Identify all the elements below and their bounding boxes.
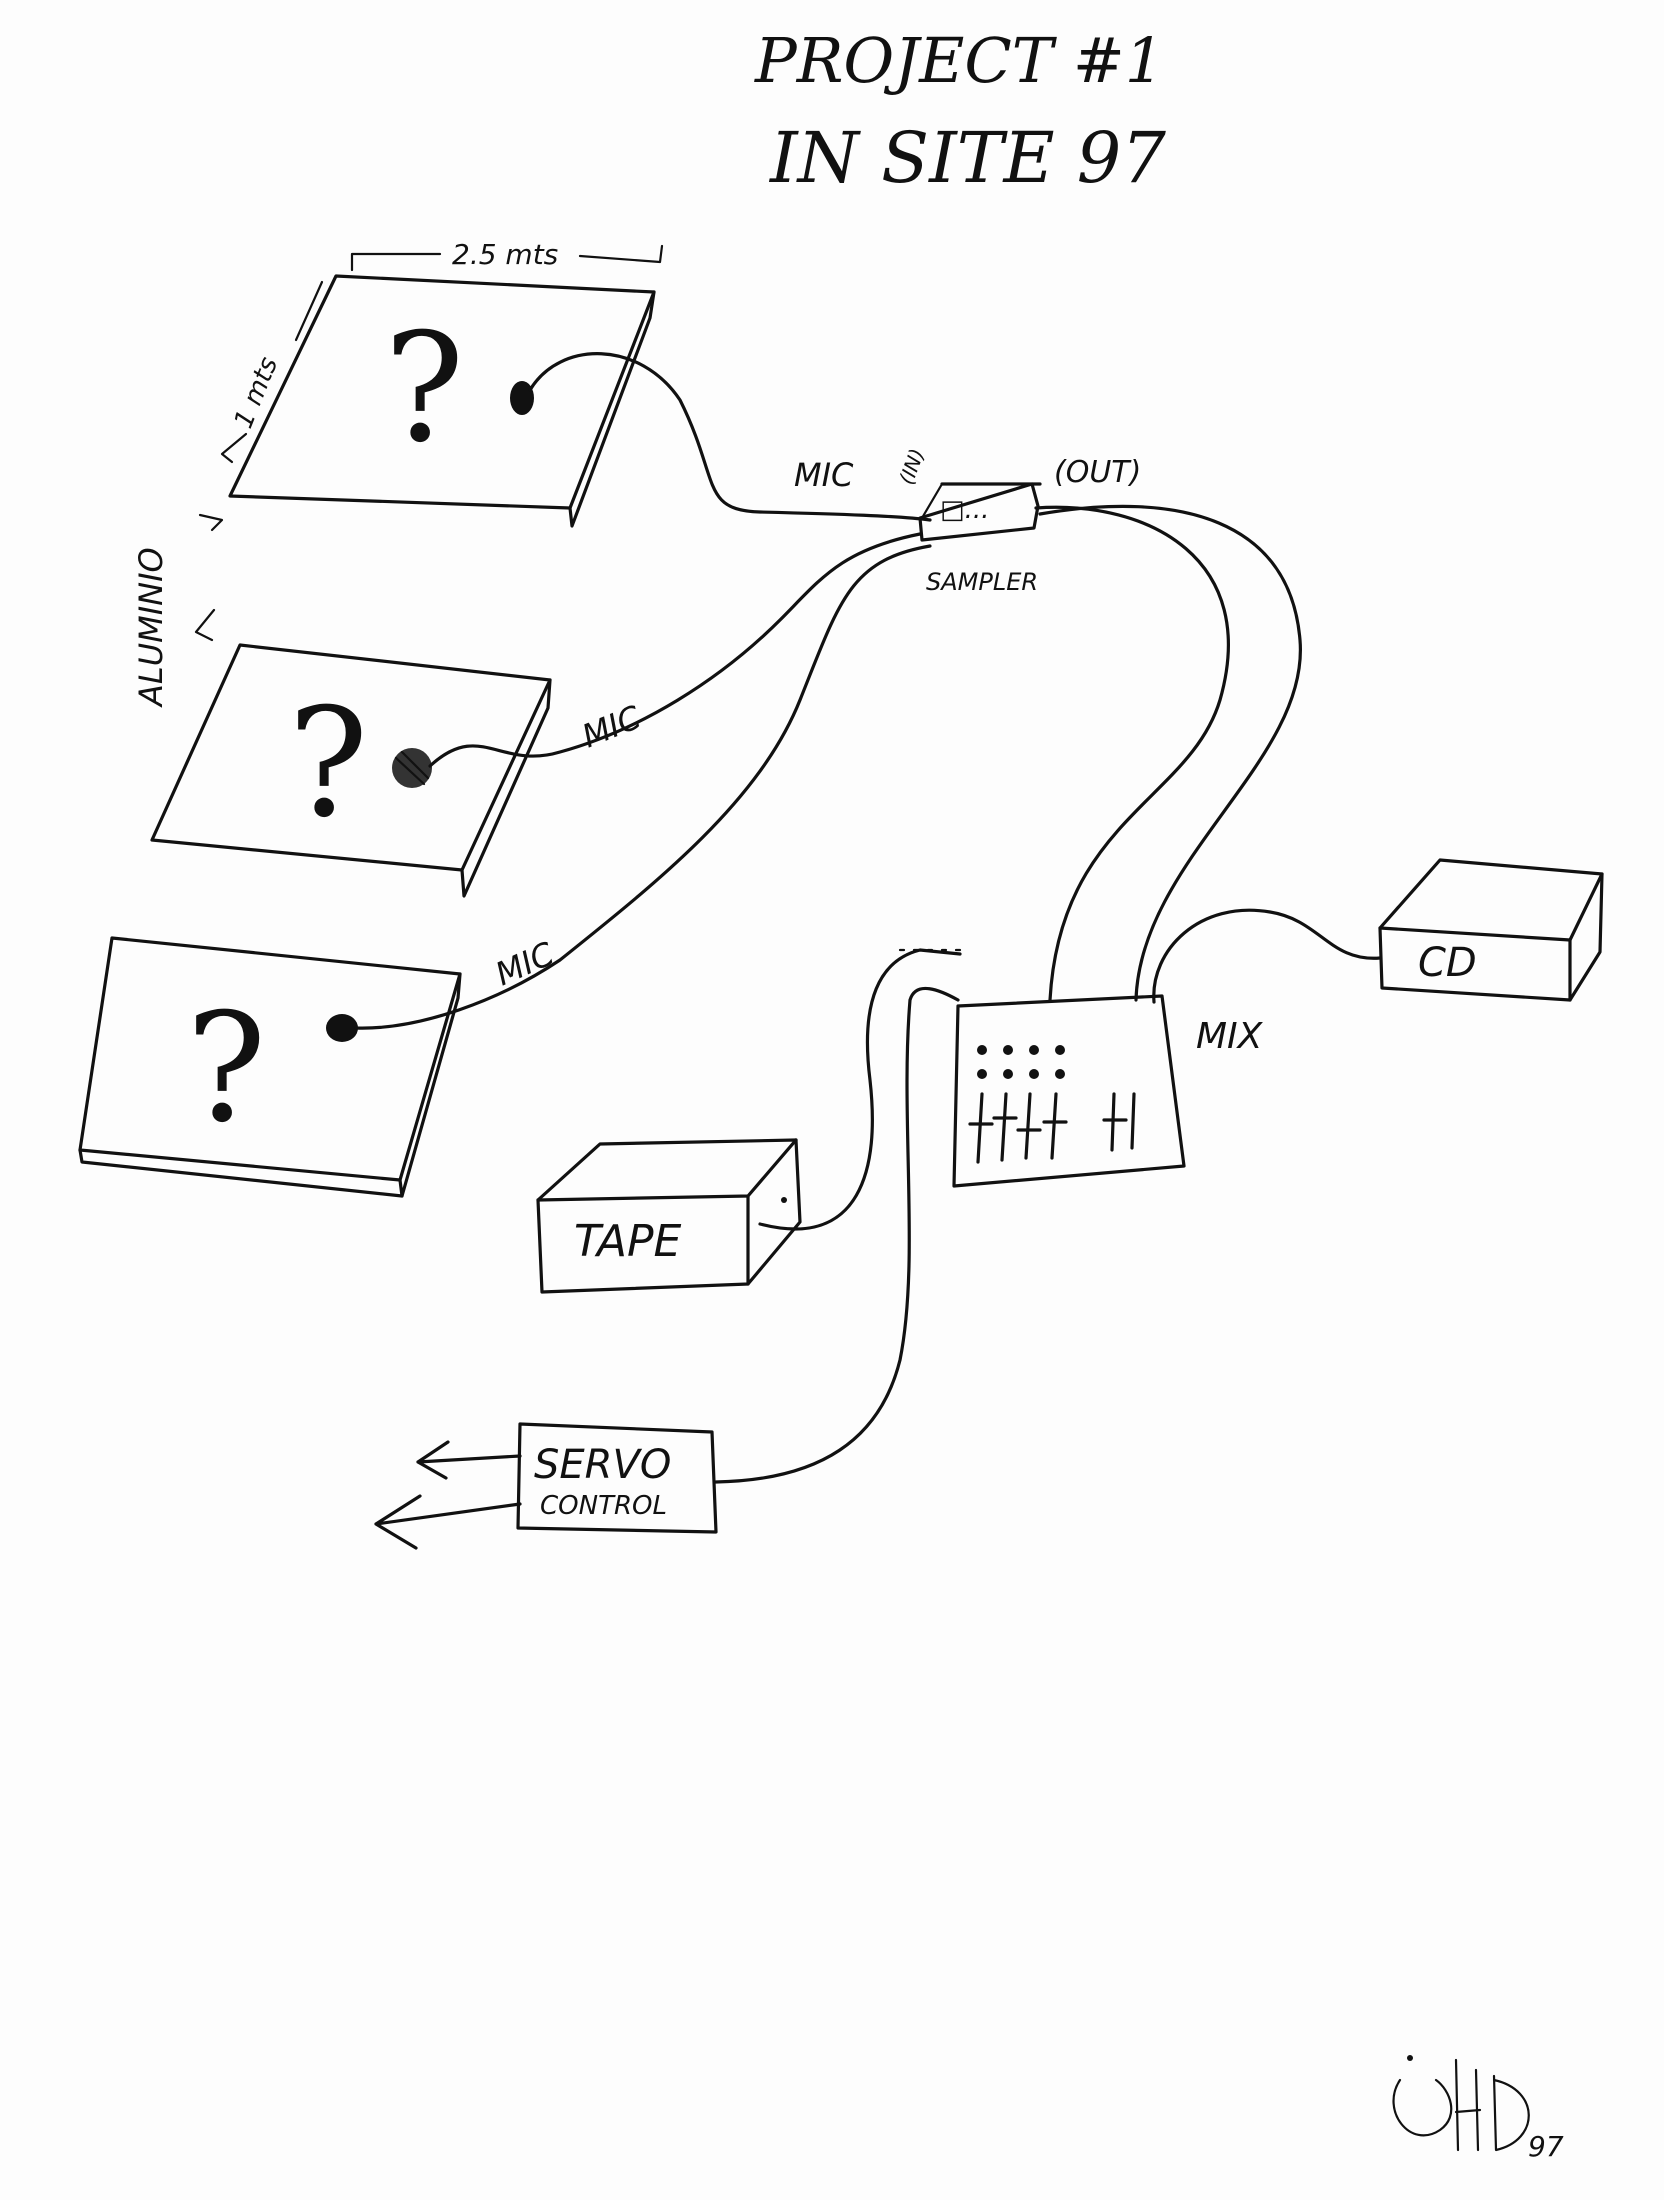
servo-output-arrow-1 — [416, 1440, 522, 1480]
artist-signature: 97 — [1392, 2055, 1564, 2163]
material-annotation: ALUMINIO — [132, 513, 224, 708]
servo-label-line-2: CONTROL — [540, 1491, 667, 1521]
sampler-device: □... SAMPLER (OUT) — [918, 455, 1141, 596]
depth-dimension: 1 mts — [220, 280, 324, 464]
panel-1-question-mark: ? — [384, 302, 464, 476]
aluminium-panel-2: ? — [150, 643, 552, 898]
sampler-in-port-label: (IN) — [894, 445, 929, 487]
width-dimension-label: 2.5 mts — [452, 238, 558, 271]
mixer-device: MIX — [952, 994, 1264, 1188]
panel-2-mic-label: MIC — [577, 698, 647, 756]
tape-deck: TAPE — [536, 1138, 802, 1294]
panel-2-microphone-icon — [392, 748, 432, 788]
aluminium-panel-3: ? — [78, 936, 462, 1198]
panel-3-question-mark: ? — [186, 982, 266, 1156]
servo-cable — [714, 986, 960, 1484]
width-dimension: 2.5 mts — [350, 238, 664, 272]
signature-year: 97 — [1528, 2130, 1564, 2163]
sampler-out-port-label: (OUT) — [1054, 455, 1141, 490]
mixer-faders — [968, 1092, 1136, 1164]
depth-dimension-label: 1 mts — [229, 353, 284, 433]
cd-cable — [1152, 908, 1382, 1004]
sampler-label: SAMPLER — [926, 568, 1038, 596]
mixer-knobs — [977, 1045, 1065, 1079]
mic-cable-1 — [528, 352, 932, 522]
title-line-1: PROJECT #1 — [754, 24, 1164, 97]
title-line-2: IN SITE 97 — [768, 117, 1166, 199]
panel-2-question-mark: ? — [288, 677, 368, 851]
cd-player: CD — [1378, 858, 1604, 1002]
aluminium-panel-1: ? — [228, 274, 656, 528]
sampler-out-cable-1 — [1034, 505, 1230, 1002]
cd-label: CD — [1418, 940, 1477, 986]
mic-cable-2 — [428, 532, 922, 768]
tape-label: TAPE — [574, 1216, 681, 1267]
panel-3-mic-label: MIC — [490, 934, 560, 993]
sampler-out-cable-2 — [1038, 504, 1302, 1002]
sampler-input-mic-label: MIC — [794, 456, 854, 494]
panel-3-microphone-icon — [326, 1014, 358, 1042]
mixer-label: MIX — [1196, 1016, 1264, 1057]
mic-cable-3 — [354, 544, 932, 1030]
servo-label-line-1: SERVO — [534, 1442, 671, 1488]
tape-cable — [758, 948, 962, 1231]
servo-control-unit: SERVO CONTROL — [374, 1422, 718, 1550]
sampler-display: □... — [940, 495, 989, 525]
servo-output-arrow-2 — [374, 1494, 522, 1550]
material-label: ALUMINIO — [132, 547, 170, 708]
panel-1-microphone-icon — [510, 381, 534, 415]
